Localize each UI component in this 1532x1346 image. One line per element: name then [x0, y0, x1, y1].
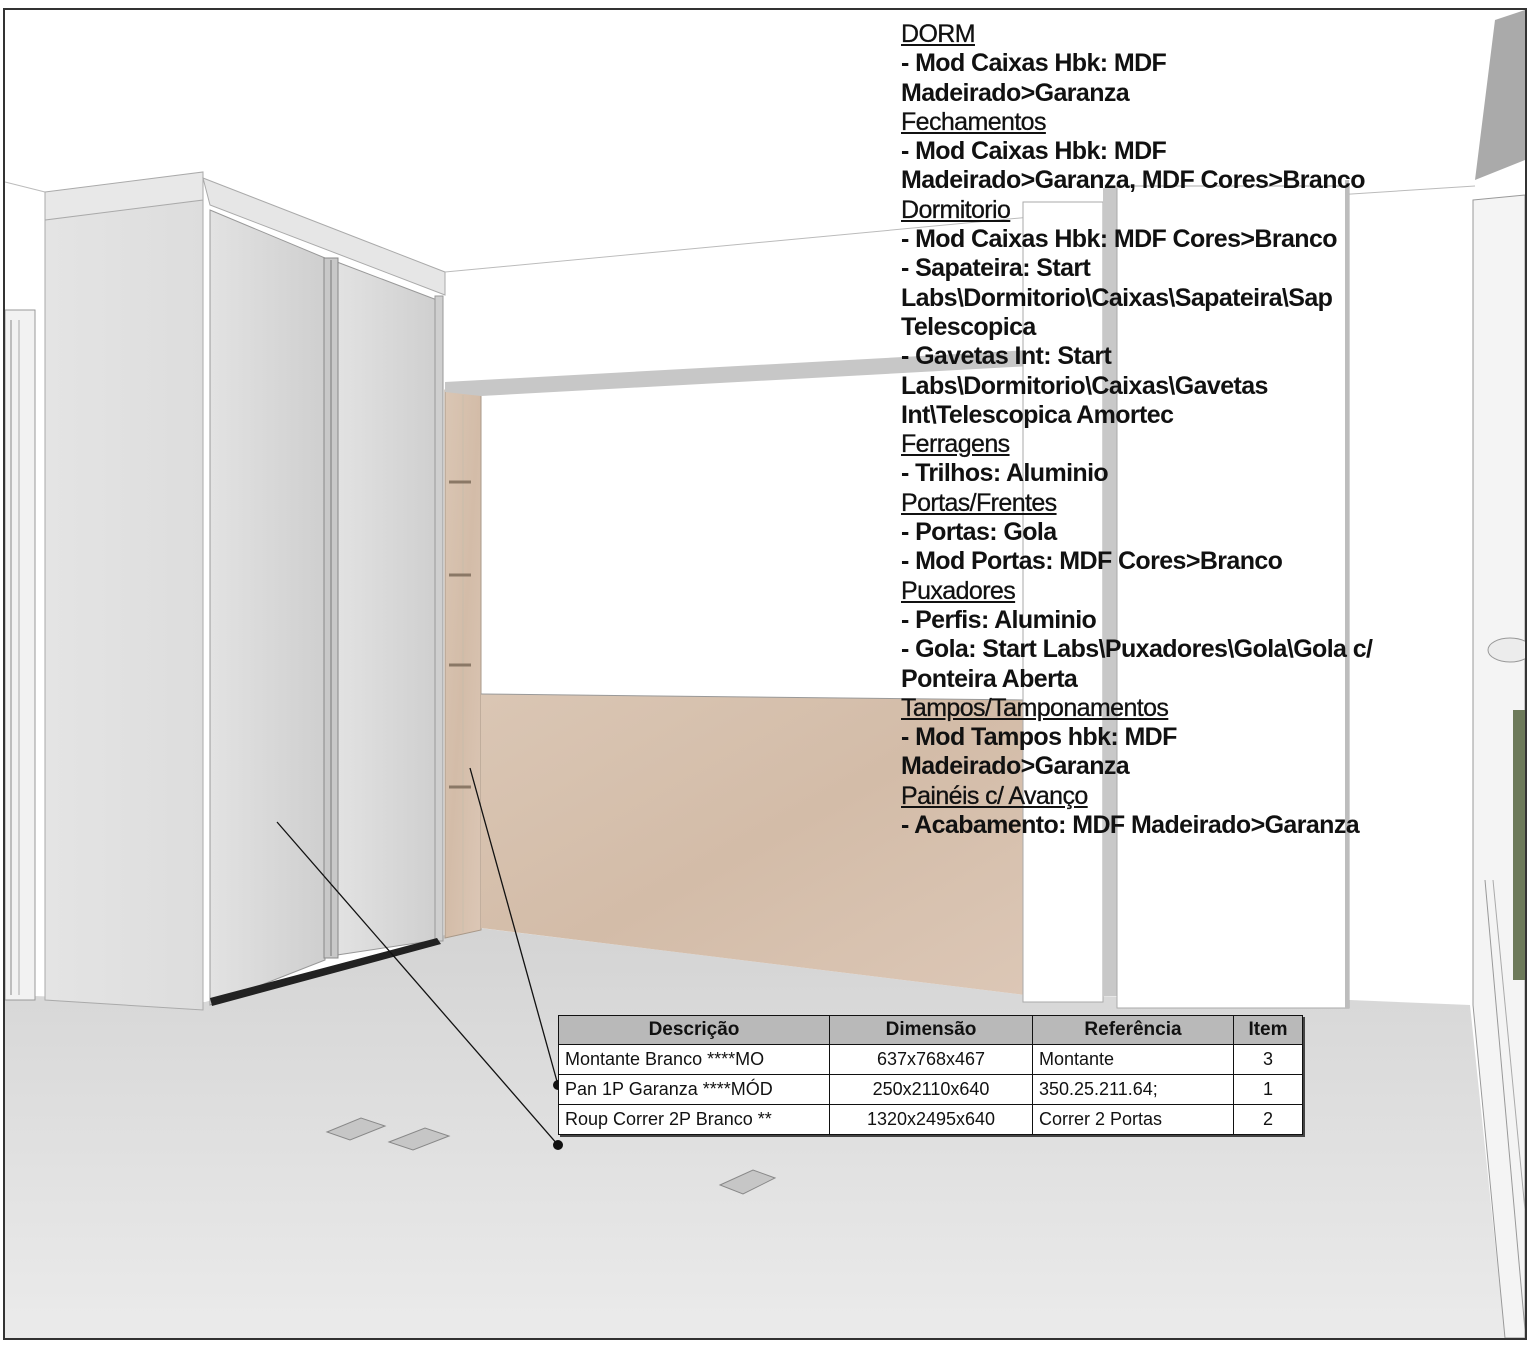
white-wall-panels [1022, 180, 1350, 1009]
cell-referencia: 350.25.211.64; [1032, 1074, 1234, 1105]
spec-line: Madeirado>Garanza [901, 752, 1130, 781]
spec-line: Int\Telescopica Amortec [901, 400, 1174, 429]
cell-descricao: Roup Correr 2P Branco ** [558, 1104, 830, 1135]
cell-referencia: Montante [1032, 1044, 1234, 1075]
cell-item: 2 [1233, 1104, 1303, 1135]
cell-dimensao: 250x2110x640 [829, 1074, 1033, 1105]
spec-line: - Mod Caixas Hbk: MDF [901, 49, 1167, 78]
material-spec-notes: DORM - Mod Caixas Hbk: MDF Madeirado>Gar… [901, 20, 1373, 840]
spec-line: - Mod Tampos hbk: MDF [901, 723, 1177, 752]
cell-item: 3 [1233, 1044, 1303, 1075]
spec-heading-fechamentos: Fechamentos [901, 107, 1047, 136]
spec-line: - Gola: Start Labs\Puxadores\Gola\Gola c… [901, 635, 1373, 664]
cell-descricao: Montante Branco ****MO [558, 1044, 830, 1075]
spec-line: - Mod Caixas Hbk: MDF [901, 137, 1167, 166]
spec-line: - Gavetas Int: Start [901, 342, 1112, 371]
spec-line: Madeirado>Garanza, MDF Cores>Branco [901, 166, 1365, 195]
spec-line: Madeirado>Garanza [901, 78, 1130, 107]
cell-referencia: Correr 2 Portas [1032, 1104, 1234, 1135]
back-panel-garanza [480, 693, 1026, 995]
spec-heading-tampos: Tampos/Tamponamentos [901, 693, 1169, 722]
bill-of-materials-table: Descrição Dimensão Referência Item Monta… [558, 1015, 1303, 1135]
spec-line: - Sapateira: Start [901, 254, 1091, 283]
col-header-dimensao: Dimensão [829, 1015, 1033, 1045]
right-wall [1472, 10, 1525, 1338]
col-header-referencia: Referência [1032, 1015, 1234, 1045]
cell-dimensao: 637x768x467 [829, 1044, 1033, 1075]
spec-heading-puxadores: Puxadores [901, 576, 1016, 605]
spec-line: - Mod Caixas Hbk: MDF Cores>Branco [901, 225, 1338, 254]
cell-descricao: Pan 1P Garanza ****MÓD [558, 1074, 830, 1105]
col-header-item: Item [1233, 1015, 1303, 1045]
spec-line: Telescopica [901, 312, 1036, 341]
spec-heading-dormitorio: Dormitorio [901, 195, 1011, 224]
left-door-frame [5, 309, 36, 1001]
shelf-column-montante [444, 346, 1105, 939]
wardrobe-roup-correr-2p [44, 171, 446, 1011]
spec-line: - Trilhos: Aluminio [901, 459, 1109, 488]
spec-heading-ferragens: Ferragens [901, 430, 1010, 459]
spec-line: Labs\Dormitorio\Caixas\Sapateira\Sap [901, 283, 1333, 312]
spec-line: - Portas: Gola [901, 518, 1057, 547]
table-row: Roup Correr 2P Branco ** 1320x2495x640 C… [558, 1104, 1303, 1135]
table-row: Pan 1P Garanza ****MÓD 250x2110x640 350.… [558, 1074, 1303, 1105]
spec-line: - Mod Portas: MDF Cores>Branco [901, 547, 1283, 576]
floor-outlets [325, 1117, 777, 1195]
col-header-descricao: Descrição [558, 1015, 830, 1045]
spec-line: - Perfis: Aluminio [901, 605, 1097, 634]
spec-heading-dorm: DORM [901, 20, 976, 48]
spec-line: Labs\Dormitorio\Caixas\Gavetas [901, 371, 1268, 400]
spec-heading-portas-frentes: Portas/Frentes [901, 488, 1057, 517]
spec-line: Ponteira Aberta [901, 664, 1078, 693]
cell-item: 1 [1233, 1074, 1303, 1105]
spec-heading-paineis: Painéis c/ Avanço [901, 781, 1089, 810]
table-row: Montante Branco ****MO 637x768x467 Monta… [558, 1044, 1303, 1075]
cell-dimensao: 1320x2495x640 [829, 1104, 1033, 1135]
render-viewport: DORM - Mod Caixas Hbk: MDF Madeirado>Gar… [3, 8, 1527, 1340]
table-header-row: Descrição Dimensão Referência Item [558, 1015, 1303, 1045]
spec-line: - Acabamento: MDF Madeirado>Garanza [901, 811, 1360, 840]
